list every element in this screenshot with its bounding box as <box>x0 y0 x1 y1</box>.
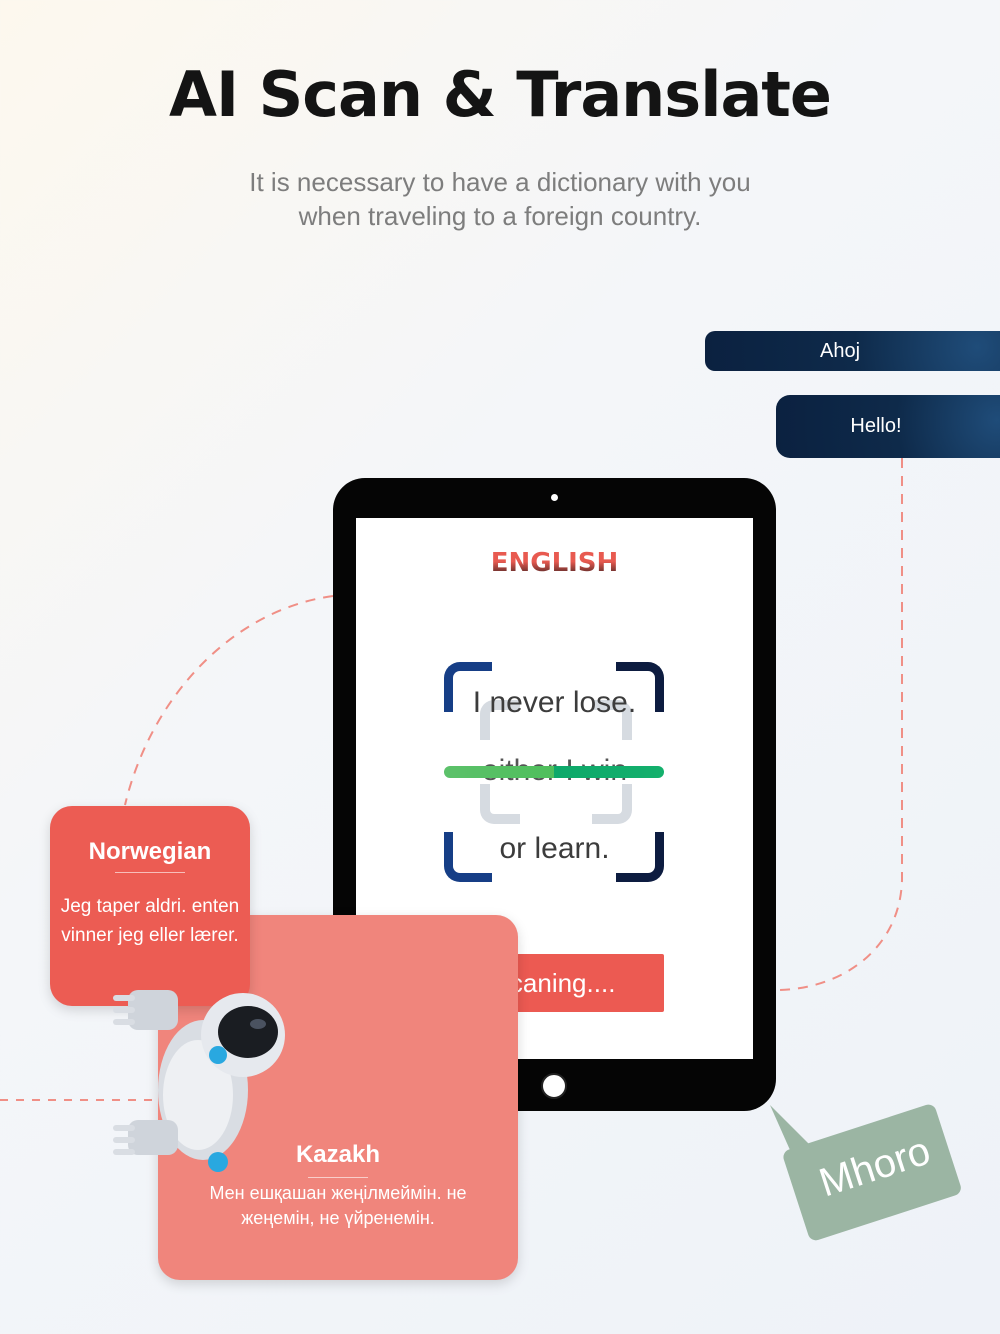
scan-frame-ghost-corner <box>480 700 520 740</box>
scan-frame-corner-top-right <box>616 662 664 712</box>
norwegian-translation-card: Norwegian Jeg taper aldri. enten vinner … <box>50 806 250 1006</box>
bubble-ahoj-label: Ahoj <box>819 339 861 362</box>
scan-frame-ghost-corner <box>592 700 632 740</box>
speech-bubble-icon <box>770 1104 961 1241</box>
scan-line-bar <box>444 766 664 778</box>
page-subtitle: It is necessary to have a dictionary wit… <box>0 165 1000 233</box>
kazakh-card-text: Мен ешқашан жеңілмеймін. не жеңемін, не … <box>209 1183 467 1228</box>
translation-bubble-ahoj: Ahoj <box>705 331 1000 371</box>
mhoro-speech-bubble: Mhoro <box>770 1100 970 1260</box>
subtitle-line-2: when traveling to a foreign country. <box>298 201 702 231</box>
scan-frame-ghost-corner <box>592 784 632 824</box>
tablet-camera <box>551 494 558 501</box>
scanned-text-line-3: or learn. <box>499 832 610 865</box>
tablet-home-button[interactable] <box>541 1073 567 1099</box>
translation-bubble-hello: Hello! <box>776 395 1000 458</box>
norwegian-card-text: Jeg taper aldri. enten vinner jeg eller … <box>60 896 240 946</box>
scan-frame-ghost-corner <box>480 784 520 824</box>
bubble-hello-label: Hello! <box>850 415 902 437</box>
source-language-title: ENGLISH <box>356 548 753 578</box>
scan-frame-corner-bottom-left <box>444 832 492 882</box>
kazakh-card-title: Kazakh <box>295 1141 381 1168</box>
scan-frame-corner-top-left <box>444 662 492 712</box>
norwegian-card-title: Norwegian <box>88 838 212 865</box>
scanned-text-line-1: I never lose. <box>472 686 637 719</box>
robot-mascot-icon <box>113 990 285 1172</box>
kazakh-card-divider <box>308 1177 368 1178</box>
subtitle-line-1: It is necessary to have a dictionary wit… <box>249 167 751 197</box>
page-title: AI Scan & Translate <box>169 58 832 131</box>
norwegian-card-divider <box>115 872 185 873</box>
scan-frame-corner-bottom-right <box>616 832 664 882</box>
